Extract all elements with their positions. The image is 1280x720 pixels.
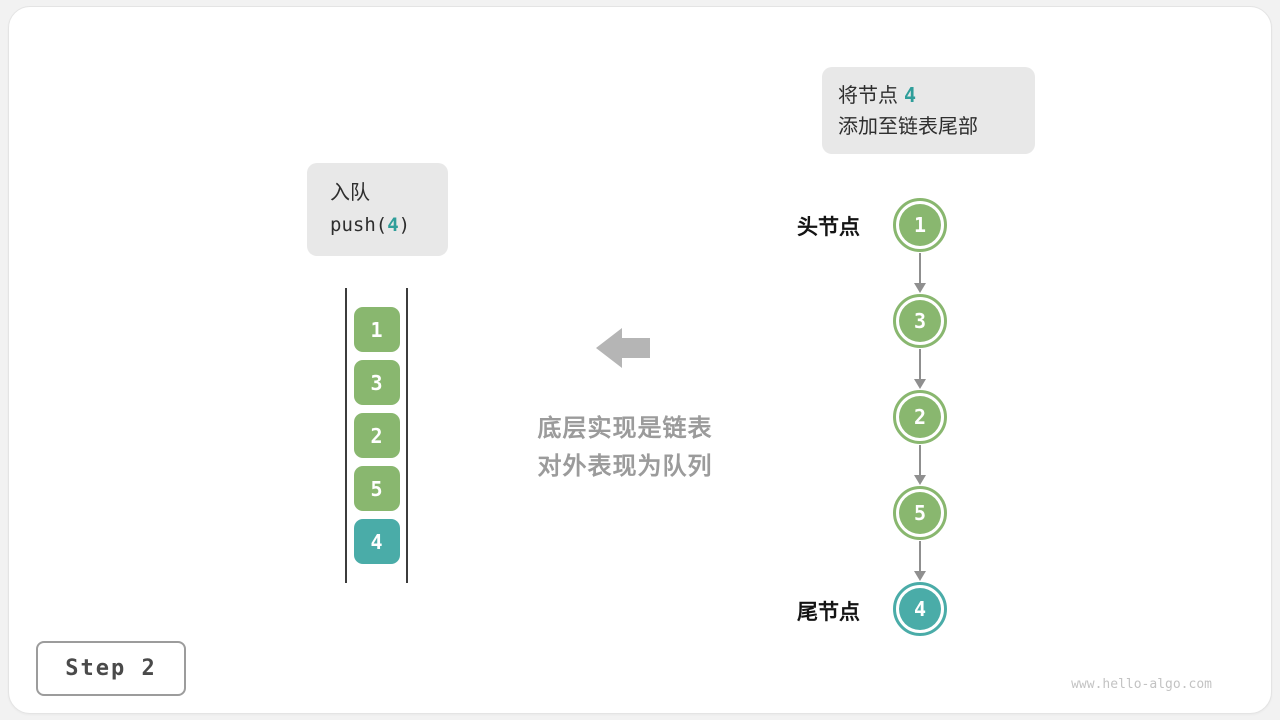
queue-item: 5	[353, 466, 400, 511]
watermark: www.hello-algo.com	[1071, 677, 1212, 692]
down-arrow-icon	[914, 253, 926, 293]
annotation-add-node: 将节点 4 添加至链表尾部	[822, 67, 1035, 154]
center-note: 底层实现是链表 对外表现为队列	[455, 410, 795, 486]
queue-item: 3	[353, 360, 400, 405]
list-node-value: 1	[899, 204, 941, 246]
list-node: 1	[893, 198, 947, 252]
queue-item: 1	[353, 307, 400, 352]
center-note-line-1: 底层实现是链表	[537, 415, 713, 442]
annotation-value: 4	[904, 83, 917, 107]
operation-code: push(4)	[330, 209, 448, 241]
list-node: 5	[893, 486, 947, 540]
code-value: 4	[387, 214, 399, 236]
head-node-label: 头节点	[797, 216, 860, 239]
annotation-line-1: 将节点 4	[838, 80, 1035, 112]
list-node: 2	[893, 390, 947, 444]
list-node-value: 3	[899, 300, 941, 342]
code-prefix: push(	[330, 214, 388, 236]
list-node-new: 4	[893, 582, 947, 636]
queue-item: 2	[353, 413, 400, 458]
diagram-card	[8, 6, 1272, 714]
list-node: 3	[893, 294, 947, 348]
down-arrow-icon	[914, 445, 926, 485]
center-note-line-2: 对外表现为队列	[537, 453, 713, 480]
step-badge: Step 2	[36, 641, 186, 696]
left-block-arrow-icon	[596, 328, 650, 368]
list-node-value: 4	[899, 588, 941, 630]
queue-container: 1 3 2 5 4	[345, 288, 408, 583]
tail-node-label: 尾节点	[797, 601, 860, 624]
operation-callout: 入队 push(4)	[307, 163, 448, 256]
annotation-text: 将节点	[838, 85, 898, 107]
down-arrow-icon	[914, 541, 926, 581]
down-arrow-icon	[914, 349, 926, 389]
list-node-value: 5	[899, 492, 941, 534]
annotation-text-2: 添加至链表尾部	[838, 116, 978, 138]
list-node-value: 2	[899, 396, 941, 438]
annotation-line-2: 添加至链表尾部	[838, 112, 1035, 143]
queue-item-new: 4	[353, 519, 400, 564]
operation-title: 入队	[330, 182, 370, 204]
code-suffix: )	[398, 214, 411, 236]
